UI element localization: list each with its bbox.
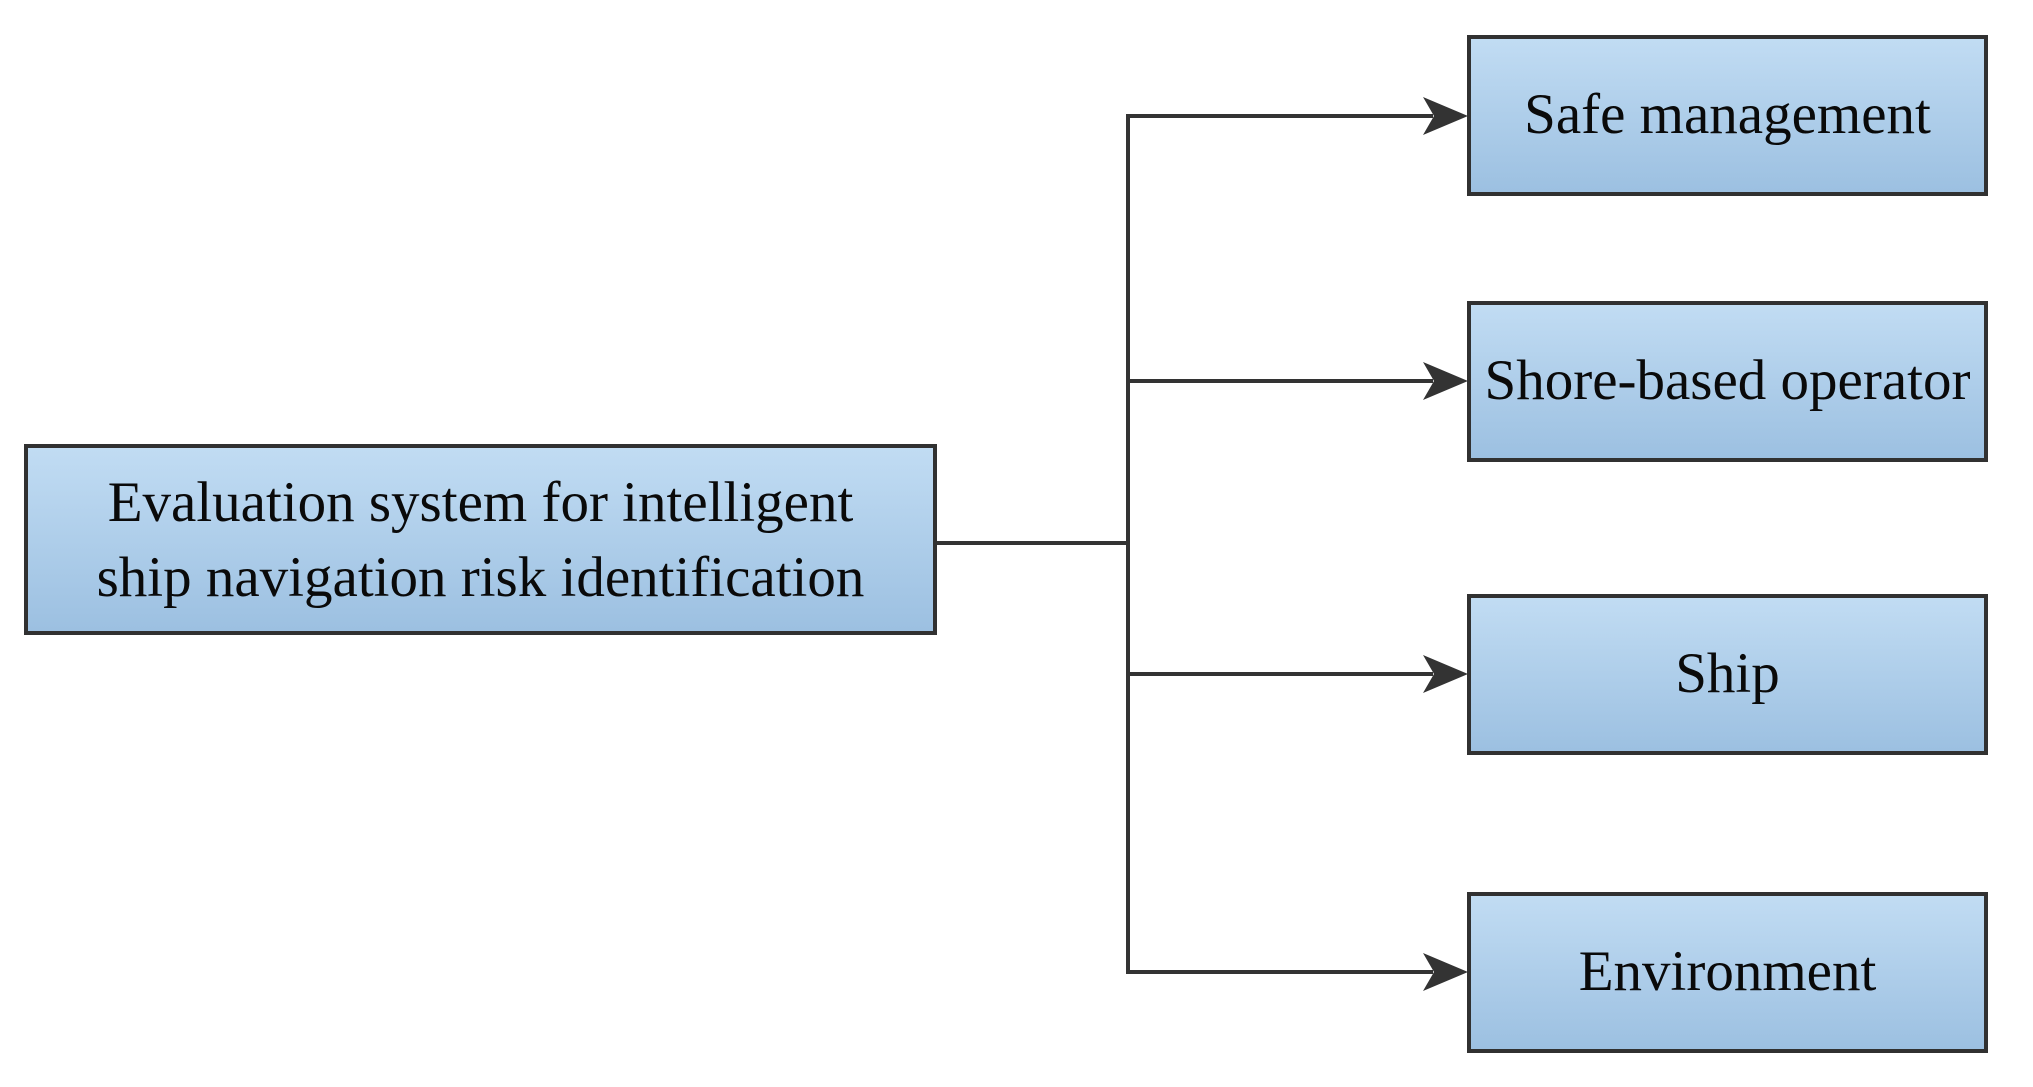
arrowhead-ship xyxy=(1423,655,1468,693)
node-environment: Environment xyxy=(1467,892,1988,1053)
node-shore-based-operator: Shore-based operator xyxy=(1467,301,1988,462)
node-root-label-line-1: Evaluation system for intelligent xyxy=(107,470,854,534)
node-root-label: Evaluation system for intelligent ship n… xyxy=(97,465,865,615)
node-root-label-line-2: ship navigation risk identification xyxy=(96,545,865,609)
node-ship-label: Ship xyxy=(1675,642,1780,706)
arrowhead-safe-management xyxy=(1423,97,1468,135)
node-ship: Ship xyxy=(1467,594,1988,755)
arrowhead-shore-based-operator xyxy=(1423,362,1468,400)
arrowhead-environment xyxy=(1423,953,1468,991)
node-safe-management: Safe management xyxy=(1467,35,1988,196)
node-root: Evaluation system for intelligent ship n… xyxy=(24,444,937,635)
node-safe-management-label: Safe management xyxy=(1524,83,1931,147)
node-environment-label: Environment xyxy=(1578,940,1877,1004)
node-shore-based-operator-label: Shore-based operator xyxy=(1484,349,1971,413)
